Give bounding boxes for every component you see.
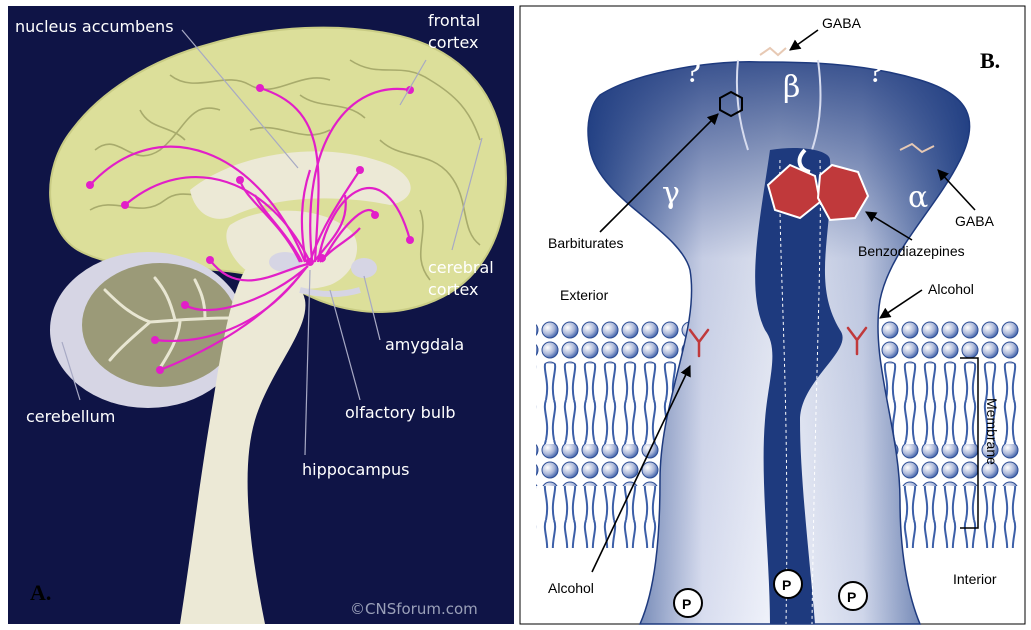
panel-a: nucleus accumbens frontal cortex cerebra… xyxy=(8,6,514,624)
label-membrane: Membrane xyxy=(984,398,1000,465)
subunit-unknown-left-label: ? xyxy=(685,55,701,90)
label-exterior: Exterior xyxy=(560,287,609,303)
panel-a-letter: A. xyxy=(30,580,51,605)
label-cerebral-cortex-1: cerebral xyxy=(428,258,494,277)
label-gaba-right: GABA xyxy=(955,213,995,229)
label-cerebellum: cerebellum xyxy=(26,407,115,426)
label-gaba-top: GABA xyxy=(822,15,862,31)
label-frontal-cortex-2: cortex xyxy=(428,33,478,52)
label-hippocampus: hippocampus xyxy=(302,460,410,479)
phosphate-label-3: P xyxy=(847,589,856,605)
phosphate-label-1: P xyxy=(682,596,691,612)
subunit-alpha-label: α xyxy=(908,180,928,215)
label-amygdala: amygdala xyxy=(385,335,464,354)
label-benzodiazepines: Benzodiazepines xyxy=(858,243,965,259)
phosphate-label-2: P xyxy=(782,577,791,593)
copyright-text: ©CNSforum.com xyxy=(350,600,478,618)
panel-b: P P P β γ α ? ? GABA GABA Barbiturates B… xyxy=(520,6,1025,624)
amygdala-shape xyxy=(351,258,377,278)
label-nucleus-accumbens: nucleus accumbens xyxy=(15,17,174,36)
subunit-gamma-label: γ xyxy=(662,176,680,211)
label-alcohol-top: Alcohol xyxy=(928,281,974,297)
label-cerebral-cortex-2: cortex xyxy=(428,280,478,299)
label-barbiturates: Barbiturates xyxy=(548,235,623,251)
label-olfactory-bulb: olfactory bulb xyxy=(345,403,456,422)
label-interior: Interior xyxy=(953,571,997,587)
subunit-beta-label: β xyxy=(783,70,800,105)
label-alcohol-bottom: Alcohol xyxy=(548,580,594,596)
panel-b-letter: B. xyxy=(980,48,1000,73)
label-frontal-cortex-1: frontal xyxy=(428,11,480,30)
subunit-unknown-right-label: ? xyxy=(868,55,884,90)
